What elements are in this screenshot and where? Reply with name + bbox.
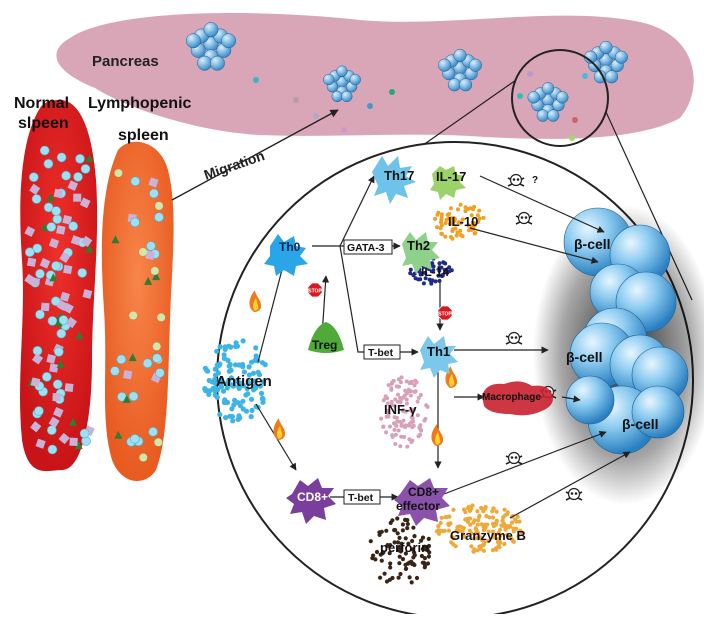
- zoom-circle-small: [511, 49, 609, 147]
- th2-cell: [402, 232, 440, 274]
- islet-icon: [323, 65, 361, 103]
- islet-icon: [185, 22, 237, 71]
- perforin-label: perforin: [380, 540, 429, 555]
- tbet-label-1: T-bet: [368, 347, 394, 359]
- il14-label: IL-14: [421, 265, 449, 279]
- th17-cell: [372, 156, 416, 204]
- il10-label: IL-10: [448, 214, 478, 229]
- lymphopenic-spleen-label-line1: Lymphopenic: [88, 95, 192, 112]
- skull-icon: [507, 173, 525, 187]
- macrophage-cell: [482, 381, 553, 416]
- skull-icon: [565, 487, 583, 501]
- tbet-label-2: T-bet: [348, 492, 374, 504]
- flame-icon: [249, 290, 262, 312]
- macrophage-label: Macrophage: [482, 392, 541, 403]
- islet-icon: [438, 48, 482, 92]
- stop-sign-icon: STOP: [437, 305, 452, 321]
- flame-icons: [249, 290, 458, 446]
- gata3-label: GATA-3: [347, 242, 385, 254]
- flame-icon: [431, 424, 444, 446]
- treg-label: Treg: [312, 338, 337, 352]
- beta-cell-label-3: β-cell: [622, 416, 659, 432]
- il17-label: IL-17: [436, 169, 466, 184]
- pancreas-label: Pancreas: [92, 53, 159, 70]
- th0-cell: [264, 234, 308, 276]
- normal-spleen-label-line1: Normal: [14, 95, 69, 112]
- flame-icon: [273, 418, 286, 440]
- il17-cell: [430, 166, 466, 200]
- perforin-dots: [368, 516, 432, 585]
- svg-text:STOP: STOP: [308, 289, 322, 295]
- infg-dots: [379, 375, 430, 449]
- cytokine-clouds: [202, 202, 524, 585]
- beta-cell: [631, 385, 685, 439]
- cd8-effector-label-1: CD8+: [408, 485, 439, 499]
- th1-cell: [420, 336, 458, 378]
- beta-cell: [565, 375, 615, 425]
- antigen-dots: [202, 338, 268, 424]
- beta-cell-cluster: [563, 207, 689, 455]
- th2-label: Th2: [407, 238, 430, 253]
- th17-label: Th17: [384, 168, 414, 183]
- treg-cell: [308, 322, 344, 353]
- islet-icon: [527, 82, 569, 122]
- zoom-line-left: [415, 79, 517, 151]
- infg-label: INF-γ: [384, 402, 417, 417]
- granzyme-dots: [434, 503, 524, 554]
- beta-cell-label-2: β-cell: [566, 349, 603, 365]
- beta-cell-label-1: β-cell: [574, 236, 611, 252]
- th1-label: Th1: [427, 344, 450, 359]
- il10-dots: [433, 202, 486, 241]
- svg-text:STOP: STOP: [438, 312, 452, 318]
- skull-icon: [515, 211, 533, 225]
- cd8-effector-cell: [394, 478, 450, 526]
- th0-label: Th0: [279, 240, 301, 254]
- stop-sign-icon: STOP: [307, 282, 322, 298]
- lymphopenic-spleen-label-line2: spleen: [118, 127, 169, 144]
- migration-arrow: [171, 109, 339, 201]
- tbet-box-1: [363, 344, 401, 360]
- antigen-label: Antigen: [216, 373, 272, 390]
- migration-label: Migration: [202, 147, 267, 183]
- cd8-effector-label-2: effector: [396, 499, 440, 513]
- skull-icon: [505, 331, 523, 345]
- il17-question-mark: ?: [532, 175, 538, 186]
- tbet-box-2: [343, 489, 381, 505]
- skull-icon: [505, 451, 523, 465]
- gata3-box: [343, 239, 393, 255]
- cd8-label: CD8+: [297, 490, 328, 504]
- spleen-cells: [24, 145, 166, 462]
- normal-spleen-shape: [20, 100, 98, 472]
- lymphopenic-spleen-shape: [101, 141, 174, 481]
- granzyme-label: Granzyme B: [450, 528, 526, 543]
- normal-spleen-label-line2: slpeen: [18, 115, 69, 132]
- cd8-cell: [286, 478, 336, 524]
